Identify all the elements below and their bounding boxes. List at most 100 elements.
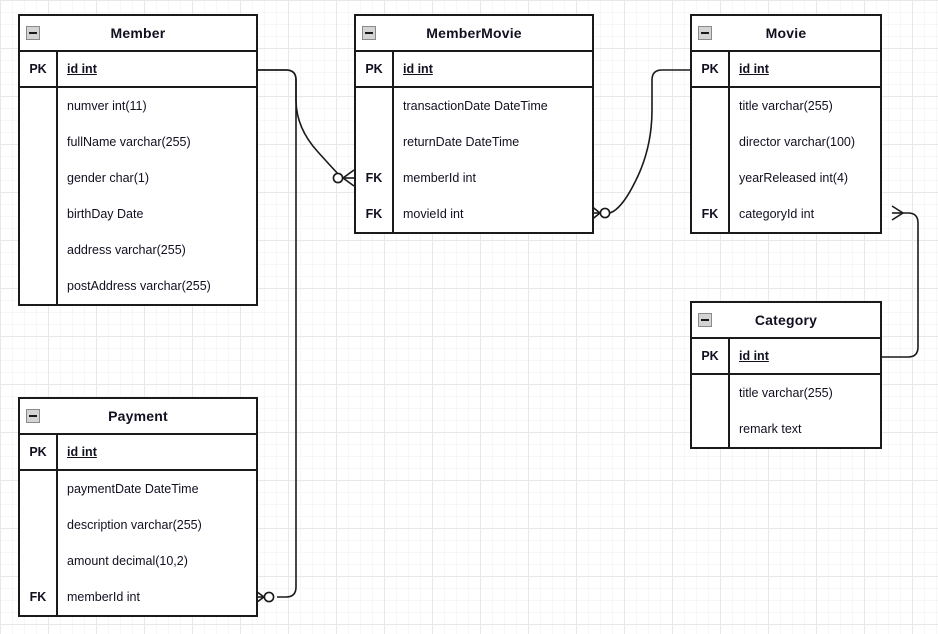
minus-icon[interactable]: [698, 26, 712, 40]
attribute-label: memberId int: [67, 590, 140, 604]
minus-icon[interactable]: [26, 409, 40, 423]
entity-title-bar: Movie: [692, 16, 880, 52]
entity-name-label: Movie: [765, 25, 807, 41]
zero-circle-marker: [599, 207, 611, 219]
attribute-label: birthDay Date: [67, 207, 144, 221]
attribute-cell: remark text: [728, 411, 880, 447]
attribute-label: numver int(11): [67, 99, 147, 113]
entity-rows: PK id int transactionDate DateTime returnDa…: [356, 52, 592, 232]
attribute-label: director varchar(100): [739, 135, 856, 149]
attribute-cell: id int: [728, 52, 880, 86]
attribute-label: title varchar(255): [739, 99, 833, 113]
entity-row[interactable]: title varchar(255): [692, 88, 880, 124]
crowsfoot-marker: [342, 169, 355, 187]
attribute-label: amount decimal(10,2): [67, 554, 188, 568]
entity-row[interactable]: address varchar(255): [20, 232, 256, 268]
attribute-cell: postAddress varchar(255): [56, 268, 256, 304]
entity-row[interactable]: FK memberId int: [356, 160, 592, 196]
entity-row[interactable]: amount decimal(10,2): [20, 543, 256, 579]
minus-icon[interactable]: [698, 313, 712, 327]
entity-row[interactable]: postAddress varchar(255): [20, 268, 256, 304]
attribute-cell: transactionDate DateTime: [392, 88, 592, 124]
entity-row[interactable]: description varchar(255): [20, 507, 256, 543]
attribute-label: description varchar(255): [67, 518, 202, 532]
key-label: [20, 124, 56, 160]
key-label: [692, 124, 728, 160]
key-label: [20, 543, 56, 579]
entity-row[interactable]: fullName varchar(255): [20, 124, 256, 160]
attribute-cell: categoryId int: [728, 196, 880, 232]
key-label: [356, 88, 392, 124]
relationship-category-movie[interactable]: [882, 205, 919, 358]
key-label: PK: [365, 62, 383, 76]
key-label: FK: [365, 171, 383, 185]
attribute-cell: memberId int: [56, 579, 256, 615]
zero-circle-marker: [263, 591, 275, 603]
entity-title-bar: Member: [20, 16, 256, 52]
attribute-label: memberId int: [403, 171, 476, 185]
attribute-label: yearReleased int(4): [739, 171, 849, 185]
entity-row[interactable]: paymentDate DateTime: [20, 471, 256, 507]
attribute-cell: fullName varchar(255): [56, 124, 256, 160]
entity-title-bar: Category: [692, 303, 880, 339]
minus-icon[interactable]: [362, 26, 376, 40]
entity-row[interactable]: yearReleased int(4): [692, 160, 880, 196]
attribute-cell: id int: [728, 339, 880, 373]
entity-row[interactable]: gender char(1): [20, 160, 256, 196]
entity-attribute-rows: title varchar(255) director varchar(100) y…: [692, 88, 880, 232]
entity-title-bar: MemberMovie: [356, 16, 592, 52]
entity-attribute-rows: numver int(11) fullName varchar(255)gende…: [20, 88, 256, 304]
relationship-member-membermovie[interactable]: [258, 69, 355, 187]
attribute-label: id int: [67, 62, 97, 76]
attribute-label: returnDate DateTime: [403, 135, 520, 149]
attribute-cell: numver int(11): [56, 88, 256, 124]
entity-row-primary-key[interactable]: PK id int: [356, 52, 592, 88]
entity-row[interactable]: transactionDate DateTime: [356, 88, 592, 124]
attribute-cell: title varchar(255): [728, 88, 880, 124]
attribute-label: id int: [403, 62, 433, 76]
key-label: [692, 160, 728, 196]
entity-name-label: MemberMovie: [426, 25, 522, 41]
attribute-label: id int: [739, 62, 769, 76]
key-label: [20, 471, 56, 507]
entity-row[interactable]: remark text: [692, 411, 880, 447]
entity-name-label: Member: [110, 25, 166, 41]
entity-row[interactable]: birthDay Date: [20, 196, 256, 232]
minus-icon[interactable]: [26, 26, 40, 40]
attribute-cell: yearReleased int(4): [728, 160, 880, 196]
key-label: [692, 375, 728, 411]
connector-line: [882, 212, 919, 358]
key-label: [692, 88, 728, 124]
attribute-label: title varchar(255): [739, 386, 833, 400]
entity-attribute-rows: title varchar(255) remark text: [692, 375, 880, 447]
attribute-cell: id int: [56, 435, 256, 469]
key-label: [20, 160, 56, 196]
entity-attribute-rows: transactionDate DateTime returnDate DateT…: [356, 88, 592, 232]
relationship-movie-membermovie[interactable]: [589, 69, 690, 222]
entity-row[interactable]: director varchar(100): [692, 124, 880, 160]
attribute-cell: movieId int: [392, 196, 592, 232]
attribute-label: id int: [67, 445, 97, 459]
zero-circle-marker: [332, 172, 344, 184]
entity-row[interactable]: numver int(11): [20, 88, 256, 124]
entity-row[interactable]: returnDate DateTime: [356, 124, 592, 160]
attribute-cell: director varchar(100): [728, 124, 880, 160]
relationship-member-payment[interactable]: [252, 69, 297, 606]
entity-row[interactable]: title varchar(255): [692, 375, 880, 411]
